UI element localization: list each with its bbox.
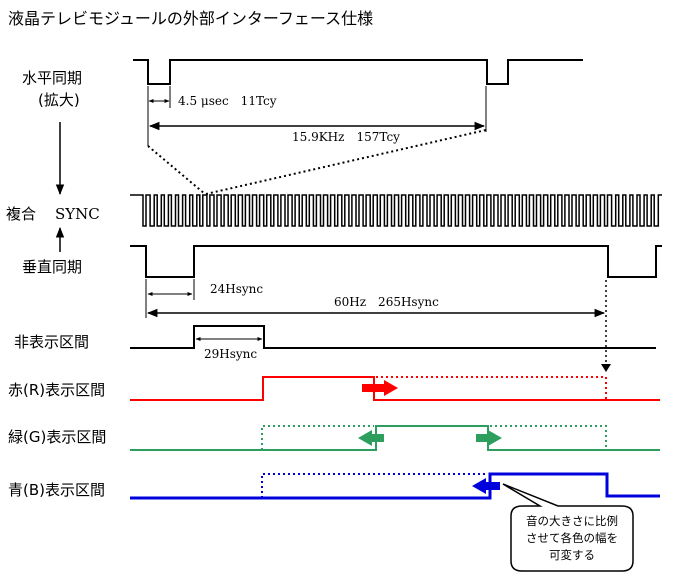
callout-line-1: 音の大きさに比例 bbox=[526, 514, 618, 528]
red-waveform bbox=[130, 376, 660, 401]
blank-width-label: 29Hsync bbox=[204, 347, 257, 361]
page-title: 液晶テレビモジュールの外部インターフェース仕様 bbox=[8, 9, 373, 28]
label-hsync: 水平同期 bbox=[22, 69, 82, 87]
hsync-period-label: 15.9KHz 157Tcy bbox=[292, 130, 400, 144]
label-blank: 非表示区間 bbox=[14, 333, 89, 351]
green-dotted-right bbox=[490, 425, 607, 450]
label-blue: 青(B)表示区間 bbox=[8, 481, 105, 499]
label-composite: 複合 bbox=[6, 205, 36, 223]
label-hsync-zoom: (拡大) bbox=[38, 91, 80, 109]
composite-sync-waveform bbox=[130, 194, 662, 227]
label-red: 赤(R)表示区間 bbox=[8, 381, 105, 399]
vsync-period-label: 60Hz 265Hsync bbox=[334, 295, 439, 309]
hsync-pulse-label: 4.5 μsec 11Tcy bbox=[178, 94, 277, 108]
blue-dotted bbox=[261, 473, 488, 498]
label-vsync: 垂直同期 bbox=[22, 258, 82, 276]
label-composite-sync: SYNC bbox=[55, 205, 100, 223]
label-green: 緑(G)表示区間 bbox=[8, 428, 106, 446]
blue-left-arrow bbox=[472, 478, 500, 494]
blank-waveform bbox=[130, 325, 656, 349]
green-right-arrow bbox=[476, 430, 502, 446]
callout-line-2: させて各色の幅を bbox=[526, 531, 618, 545]
callout-line-3: 可変する bbox=[549, 548, 595, 562]
red-right-arrow bbox=[362, 380, 398, 396]
green-left-arrow bbox=[358, 430, 384, 446]
callout-bubble bbox=[502, 483, 634, 572]
vsync-pulse-label: 24Hsync bbox=[210, 282, 263, 296]
green-waveform bbox=[130, 425, 660, 451]
vsync-waveform bbox=[130, 245, 662, 278]
vsync-drop-arrowhead bbox=[601, 364, 611, 372]
blue-waveform bbox=[130, 472, 660, 500]
green-dotted-left bbox=[261, 425, 374, 450]
zoom-line-left bbox=[147, 145, 206, 195]
hsync-waveform bbox=[133, 59, 583, 85]
